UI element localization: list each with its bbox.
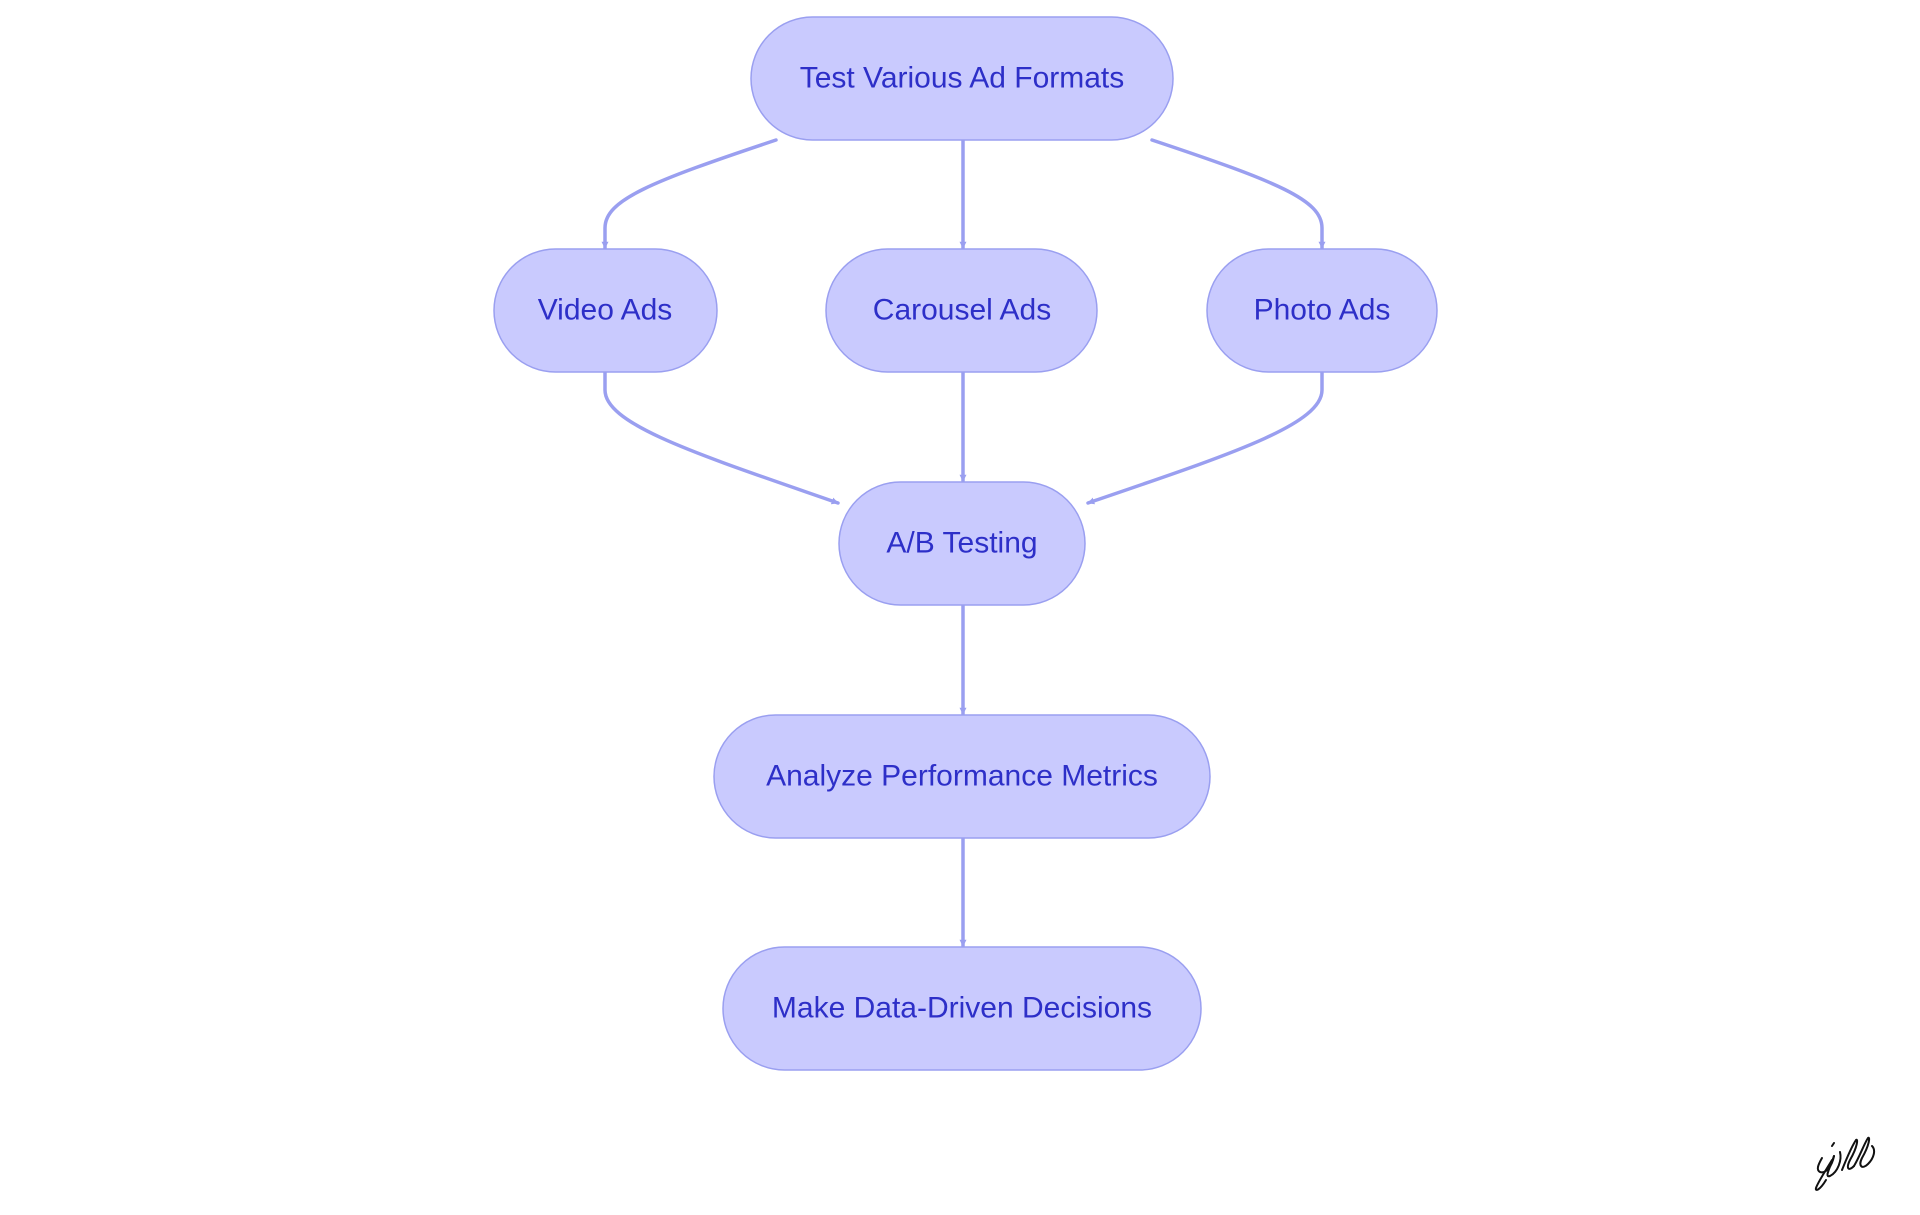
node-carousel-ads: Carousel Ads bbox=[825, 248, 1098, 373]
node-ab-testing-label: A/B Testing bbox=[886, 527, 1037, 560]
node-decisions-shape bbox=[722, 946, 1202, 1071]
node-carousel-ads-label: Carousel Ads bbox=[873, 294, 1051, 327]
node-decisions: Make Data-Driven Decisions bbox=[722, 946, 1202, 1071]
node-photo-ads-shape bbox=[1206, 248, 1438, 373]
node-analyze-metrics: Analyze Performance Metrics bbox=[713, 714, 1211, 839]
node-photo-ads-label: Photo Ads bbox=[1254, 294, 1391, 327]
node-ab-testing: A/B Testing bbox=[838, 481, 1086, 606]
edge-video-to-ab bbox=[603, 370, 840, 505]
node-video-ads: Video Ads bbox=[493, 248, 718, 373]
node-photo-ads: Photo Ads bbox=[1206, 248, 1438, 373]
handwritten-signature-icon bbox=[1814, 1136, 1876, 1191]
node-test-formats-label: Test Various Ad Formats bbox=[800, 62, 1125, 95]
edge-test-to-photo bbox=[1150, 138, 1326, 250]
node-video-ads-label: Video Ads bbox=[538, 294, 673, 327]
node-ab-testing-shape bbox=[838, 481, 1086, 606]
edge-test-to-video bbox=[601, 138, 778, 250]
edges bbox=[601, 138, 1326, 948]
node-analyze-metrics-shape bbox=[713, 714, 1211, 839]
node-video-ads-shape bbox=[493, 248, 718, 373]
node-carousel-ads-shape bbox=[825, 248, 1098, 373]
edge-photo-to-ab bbox=[1086, 370, 1324, 505]
node-decisions-label: Make Data-Driven Decisions bbox=[772, 992, 1152, 1025]
node-test-formats-shape bbox=[750, 16, 1174, 141]
node-test-formats: Test Various Ad Formats bbox=[750, 16, 1174, 141]
node-analyze-metrics-label: Analyze Performance Metrics bbox=[766, 760, 1158, 793]
